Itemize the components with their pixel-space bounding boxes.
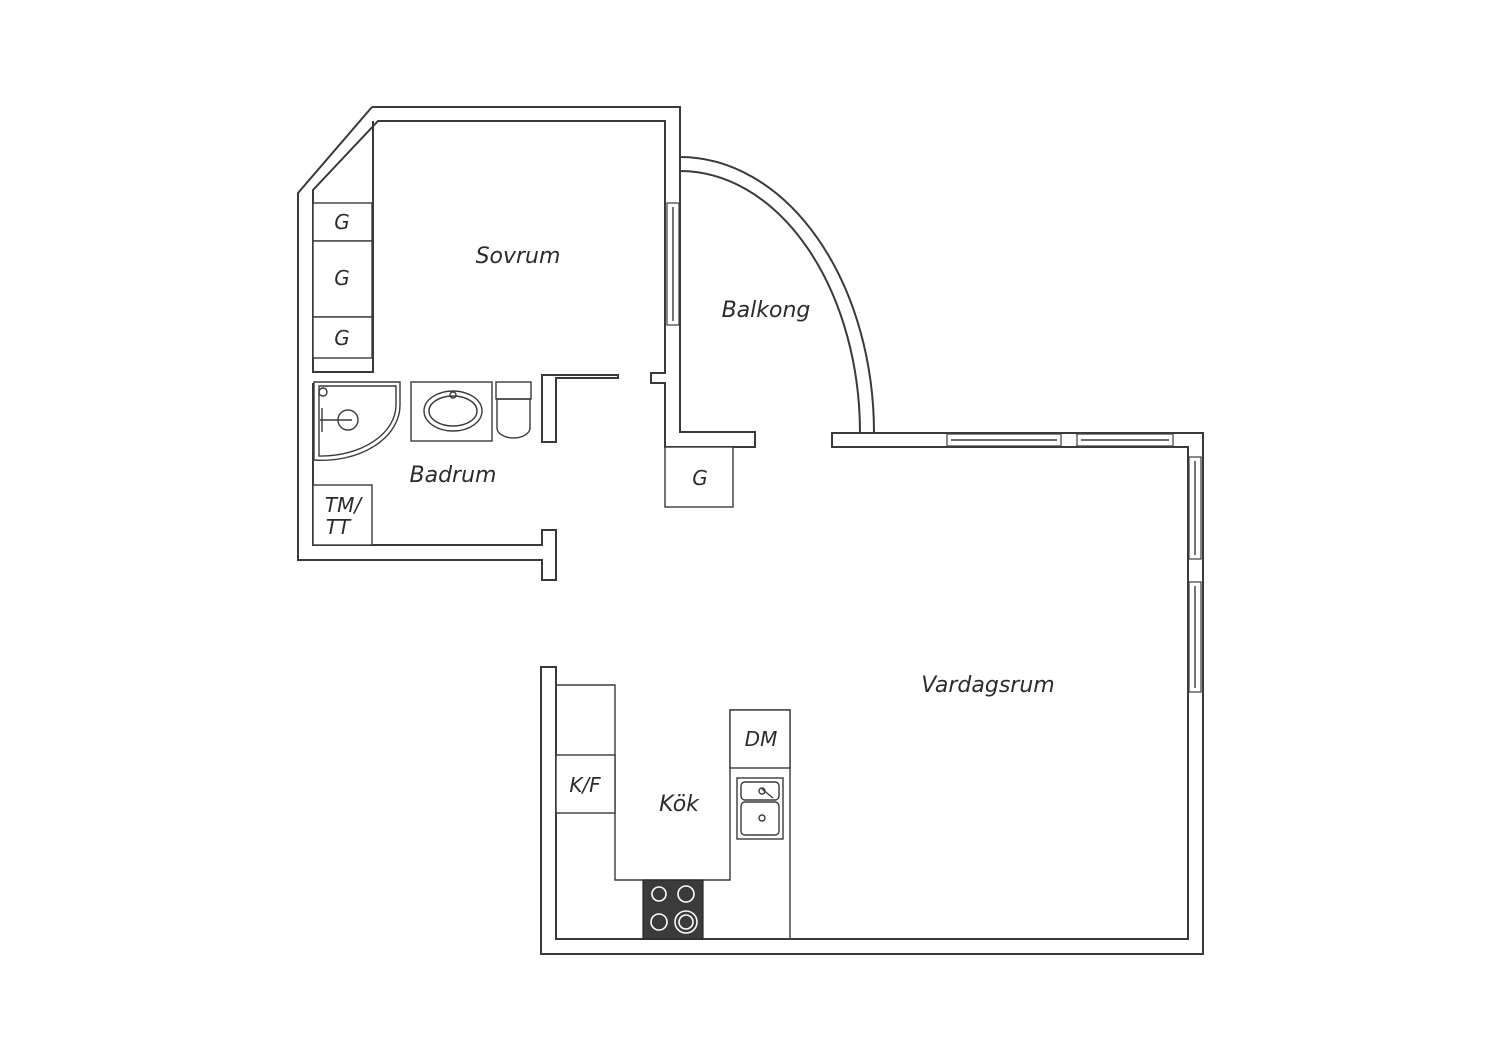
washer-dryer: [312, 484, 373, 546]
room-label-badrum: Badrum: [410, 463, 497, 488]
wardrobe-label-3: G: [334, 326, 350, 350]
wardrobe-1: [312, 202, 373, 242]
windows: [946, 433, 1202, 693]
room-label-vardagsrum: Vardagsrum: [921, 673, 1054, 698]
dishwasher-label: DM: [745, 727, 778, 751]
wardrobe-label-2: G: [334, 266, 350, 290]
bathroom-sink-basin: [423, 390, 483, 432]
kitchen-fixtures: [555, 709, 791, 940]
bathroom-partition: [541, 374, 619, 443]
toilet-tank: [495, 381, 532, 400]
fridge-freezer-label: K/F: [569, 773, 601, 797]
wardrobe-hall: [664, 446, 734, 508]
washer-dryer-label-bottom: TT: [326, 515, 352, 539]
shower: [313, 381, 401, 461]
wardrobe-label-hall: G: [692, 466, 708, 490]
wardrobe-2: [312, 240, 373, 318]
fixture-labels: G G G G TM/ TT DM K/F: [325, 210, 777, 797]
outer-wall-east-block: [540, 432, 1204, 955]
toilet-bowl: [496, 398, 531, 439]
balcony-rail: [679, 156, 876, 434]
wardrobes: [312, 202, 734, 508]
stove-burner-4: [674, 910, 698, 934]
stove-burner-3: [650, 913, 668, 931]
room-label-kok: Kök: [659, 792, 700, 817]
washer-dryer-label-top: TM/: [325, 493, 363, 517]
wardrobe-3: [312, 316, 373, 359]
stove-burner-1: [651, 886, 667, 902]
bathroom-fixtures: [312, 381, 532, 546]
kitchen-sink: [736, 777, 784, 840]
room-labels: Sovrum Balkong Badrum Vardagsrum Kök: [410, 244, 1055, 817]
dishwasher: [729, 709, 791, 769]
balcony: [666, 156, 876, 434]
walls: [297, 106, 1204, 955]
wardrobe-label-1: G: [334, 210, 350, 234]
shower-valve: [318, 387, 328, 397]
room-label-sovrum: Sovrum: [476, 244, 561, 269]
room-label-balkong: Balkong: [722, 298, 811, 323]
fridge-freezer: [555, 754, 616, 814]
stove-burner-2: [677, 885, 695, 903]
bathroom-sink-cabinet: [410, 381, 493, 442]
